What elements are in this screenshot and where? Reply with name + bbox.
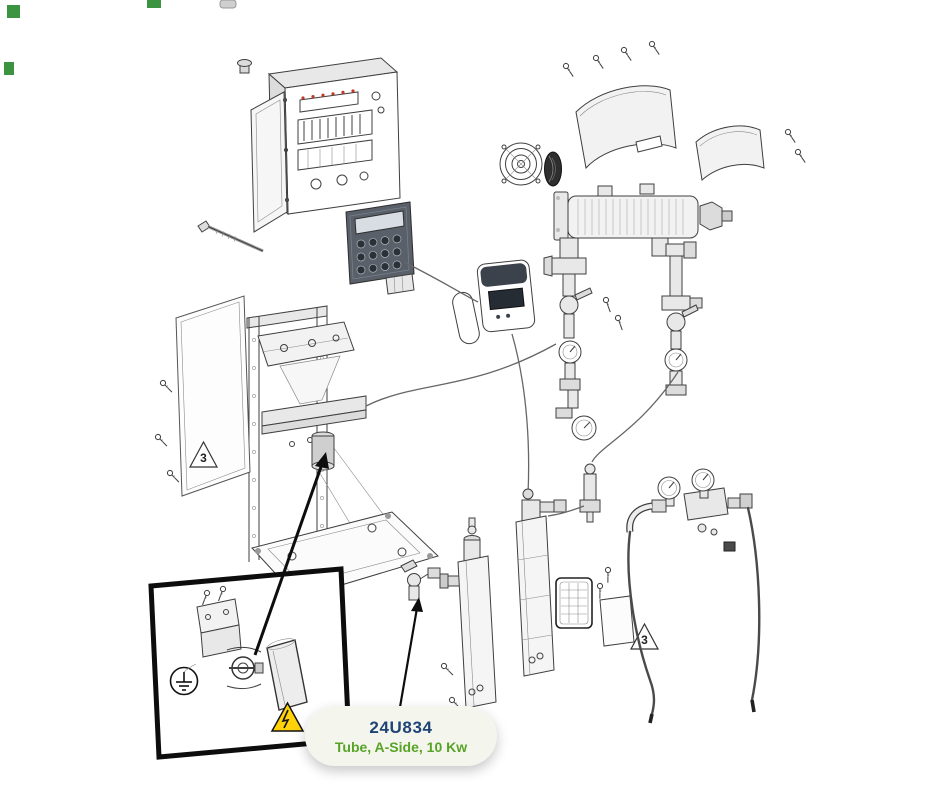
left-valve-stack <box>543 237 597 441</box>
junction-cover <box>599 595 635 647</box>
warning-triangle-frame: 3 <box>188 440 219 468</box>
screw-icon <box>599 295 617 313</box>
screw-icon <box>158 379 175 393</box>
fan-guard <box>499 142 543 186</box>
triangle-3-label: 3 <box>641 633 648 647</box>
connection-cable <box>365 343 557 407</box>
screw-icon <box>600 565 617 584</box>
connection-cable <box>511 333 530 495</box>
control-cabinet <box>237 57 401 233</box>
drain-valve <box>400 559 441 601</box>
part-description: Tube, A-Side, 10 Kw <box>334 738 468 755</box>
inline-valve <box>547 463 601 523</box>
terminal-strip-part <box>555 577 593 629</box>
screw-icon <box>590 54 608 70</box>
screw-icon <box>153 433 170 447</box>
screw-icon <box>439 662 456 676</box>
green-marker <box>7 5 20 18</box>
display-module <box>476 259 536 333</box>
manifold-a <box>439 517 497 709</box>
heater-core <box>553 183 733 241</box>
right-valve-stack <box>651 237 703 396</box>
screw-icon <box>165 469 182 483</box>
part-number: 24U834 <box>369 717 433 737</box>
inset-detail-box <box>148 566 352 760</box>
connection-cable <box>403 261 479 303</box>
screw-icon <box>611 313 629 331</box>
tube-a-side-part <box>266 638 308 711</box>
display-gasket <box>452 291 480 345</box>
screw-icon <box>618 46 636 62</box>
green-marker <box>4 62 14 75</box>
hose-left <box>627 530 656 716</box>
hose-right-fitting <box>750 699 756 713</box>
mounting-bolt <box>197 220 264 253</box>
green-marker <box>147 0 161 8</box>
fan-rotor <box>544 151 562 187</box>
screw-icon <box>646 40 664 56</box>
cabinet-door <box>250 91 289 233</box>
screw-icon <box>560 62 578 78</box>
side-panel <box>175 295 251 497</box>
screw-icon <box>782 128 800 144</box>
callout-leader-arrow <box>397 597 423 714</box>
hose-right <box>746 506 761 702</box>
hazard-triangle-icon <box>270 701 305 732</box>
keypad-module <box>345 201 415 295</box>
connection-cable <box>591 371 679 463</box>
screw-icon <box>592 581 609 600</box>
part-callout[interactable]: 24U834 Tube, A-Side, 10 Kw <box>305 706 497 766</box>
top-edge-fastener <box>219 0 237 9</box>
ground-symbol-icon <box>169 663 199 696</box>
hose-left-fitting <box>648 713 654 724</box>
heater-cover-small <box>695 125 765 181</box>
gauge-manifold <box>626 468 753 552</box>
frame-stand <box>246 305 409 562</box>
heater-cover-large <box>575 85 677 170</box>
manifold-b <box>515 488 567 677</box>
screw-icon <box>792 148 810 164</box>
triangle-3-label: 3 <box>200 451 207 465</box>
inset-leader-arrow <box>253 452 329 656</box>
